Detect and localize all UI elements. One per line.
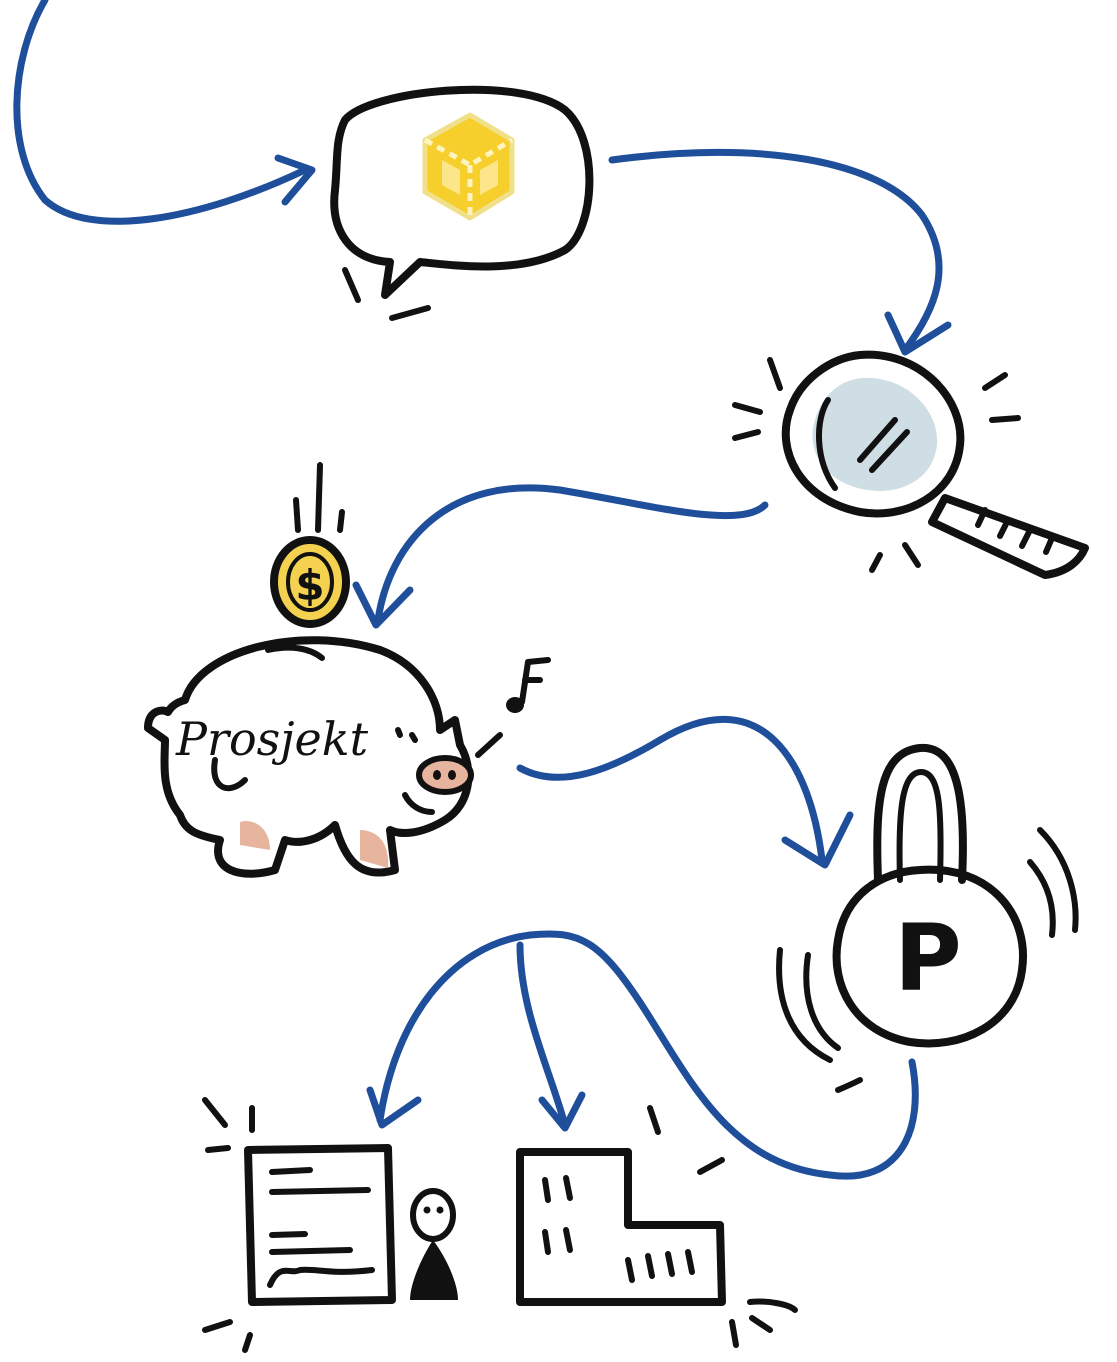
music-note-icon xyxy=(506,660,548,713)
arrow-to-piggy-bank xyxy=(356,488,765,625)
padlock-letter: P xyxy=(894,905,961,1012)
coin-icon: $ xyxy=(274,465,346,624)
piggy-bank-label: Prosjekt xyxy=(175,712,369,766)
arrow-to-magnifier xyxy=(612,152,948,352)
arrow-to-speech-bubble xyxy=(17,0,312,221)
cube-icon xyxy=(425,115,512,218)
arrow-to-building xyxy=(520,945,582,1128)
magnifier-icon xyxy=(735,355,1085,575)
document-icon xyxy=(205,1100,392,1350)
coin-symbol: $ xyxy=(295,561,324,610)
padlock-icon: P xyxy=(779,748,1076,1090)
speech-bubble xyxy=(334,90,589,318)
piggy-bank-icon: Prosjekt xyxy=(148,640,548,874)
arrow-to-padlock xyxy=(520,719,850,865)
person-icon xyxy=(410,1191,458,1300)
